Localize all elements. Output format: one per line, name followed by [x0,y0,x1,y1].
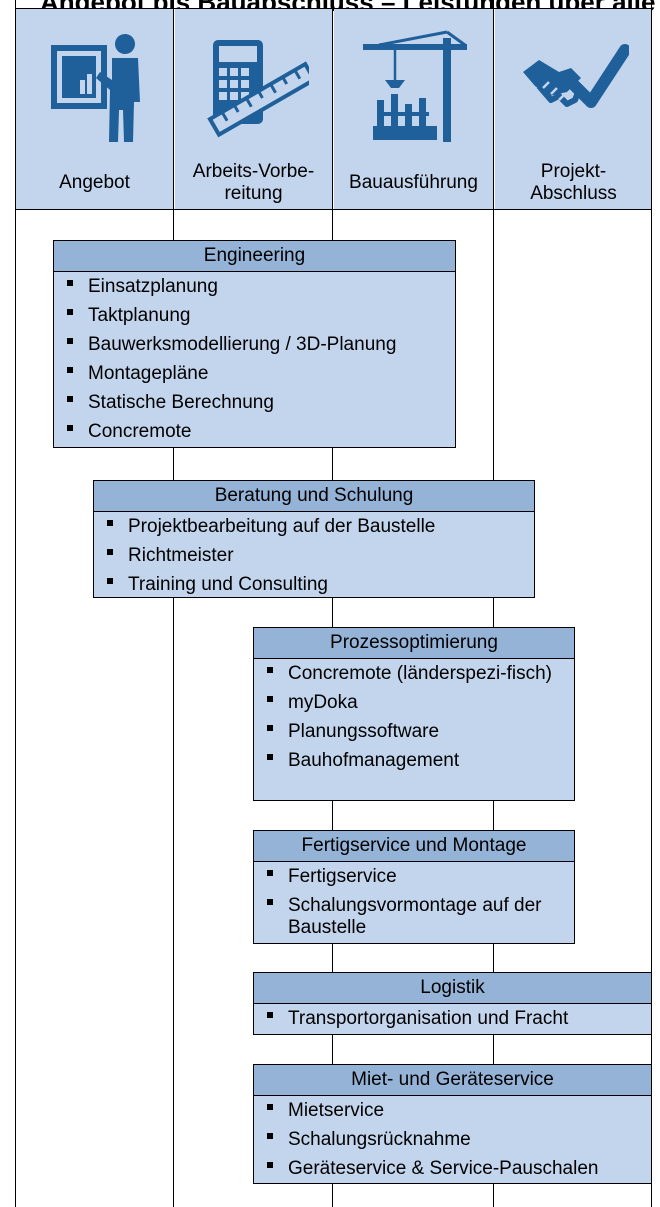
phase-label: Bauausführung [349,172,478,193]
list-item: Concremote [64,421,449,443]
service-header: Beratung und Schulung [94,481,534,512]
phase-label: Arbeits-Vorbe-reitung [192,161,315,204]
service-box-prozessoptimierung: Prozessoptimierung Concremote (länderspe… [253,627,575,801]
list-item: Concremote (länderspezi-fisch) [264,663,568,685]
list-item: Einsatzplanung [64,276,449,298]
service-header: Engineering [54,241,455,272]
phase-angebot: Angebot [16,8,173,209]
handshake-check-icon [495,30,652,150]
column-divider [173,0,174,1207]
list-item: Taktplanung [64,305,449,327]
service-box-engineering: Engineering Einsatzplanung Taktplanung B… [53,240,456,448]
list-item: Richtmeister [104,545,528,567]
service-box-beratung: Beratung und Schulung Projektbearbeitung… [93,480,535,598]
list-item: Training und Consulting [104,574,528,596]
column-divider [493,0,494,1207]
phase-label: Angebot [59,172,130,193]
list-item: Fertigservice [264,866,568,888]
list-item: Bauhofmanagement [264,750,568,772]
service-header: Logistik [254,973,651,1004]
column-divider [651,0,652,1207]
service-box-fertigservice: Fertigservice und Montage Fertigservice … [253,830,575,944]
list-item: Statische Berechnung [64,392,449,414]
phase-projektabschluss: Projekt-Abschluss [495,8,652,209]
calculator-ruler-icon [175,30,332,150]
service-box-mietservice: Miet- und Geräteservice Mietservice Scha… [253,1064,652,1184]
list-item: Transportorganisation und Fracht [264,1008,645,1030]
list-item: Planungssoftware [264,721,568,743]
phase-label: Projekt-Abschluss [530,161,617,204]
list-item: Schalungsvormontage auf der Baustelle [264,895,568,939]
service-box-logistik: Logistik Transportorganisation und Frach… [253,972,652,1035]
phase-bauausfuehrung: Bauausführung [334,8,493,209]
crane-icon [334,30,493,150]
service-header: Prozessoptimierung [254,628,574,659]
list-item: Schalungsrücknahme [264,1129,645,1151]
column-divider [332,0,333,1207]
list-item: Geräteservice & Service-Pauschalen [264,1158,645,1180]
service-header: Miet- und Geräteservice [254,1065,651,1096]
column-divider [15,0,16,1207]
list-item: Mietservice [264,1100,645,1122]
presentation-icon [16,30,173,150]
service-header: Fertigservice und Montage [254,831,574,862]
list-item: Montagepläne [64,363,449,385]
list-item: Projektbearbeitung auf der Baustelle [104,516,528,538]
header-top-line [15,8,652,9]
phase-arbeitsvorbereitung: Arbeits-Vorbe-reitung [175,8,332,209]
list-item: Bauwerksmodellierung / 3D-Planung [64,334,449,356]
header-bottom-line [15,209,652,210]
list-item: myDoka [264,692,568,714]
